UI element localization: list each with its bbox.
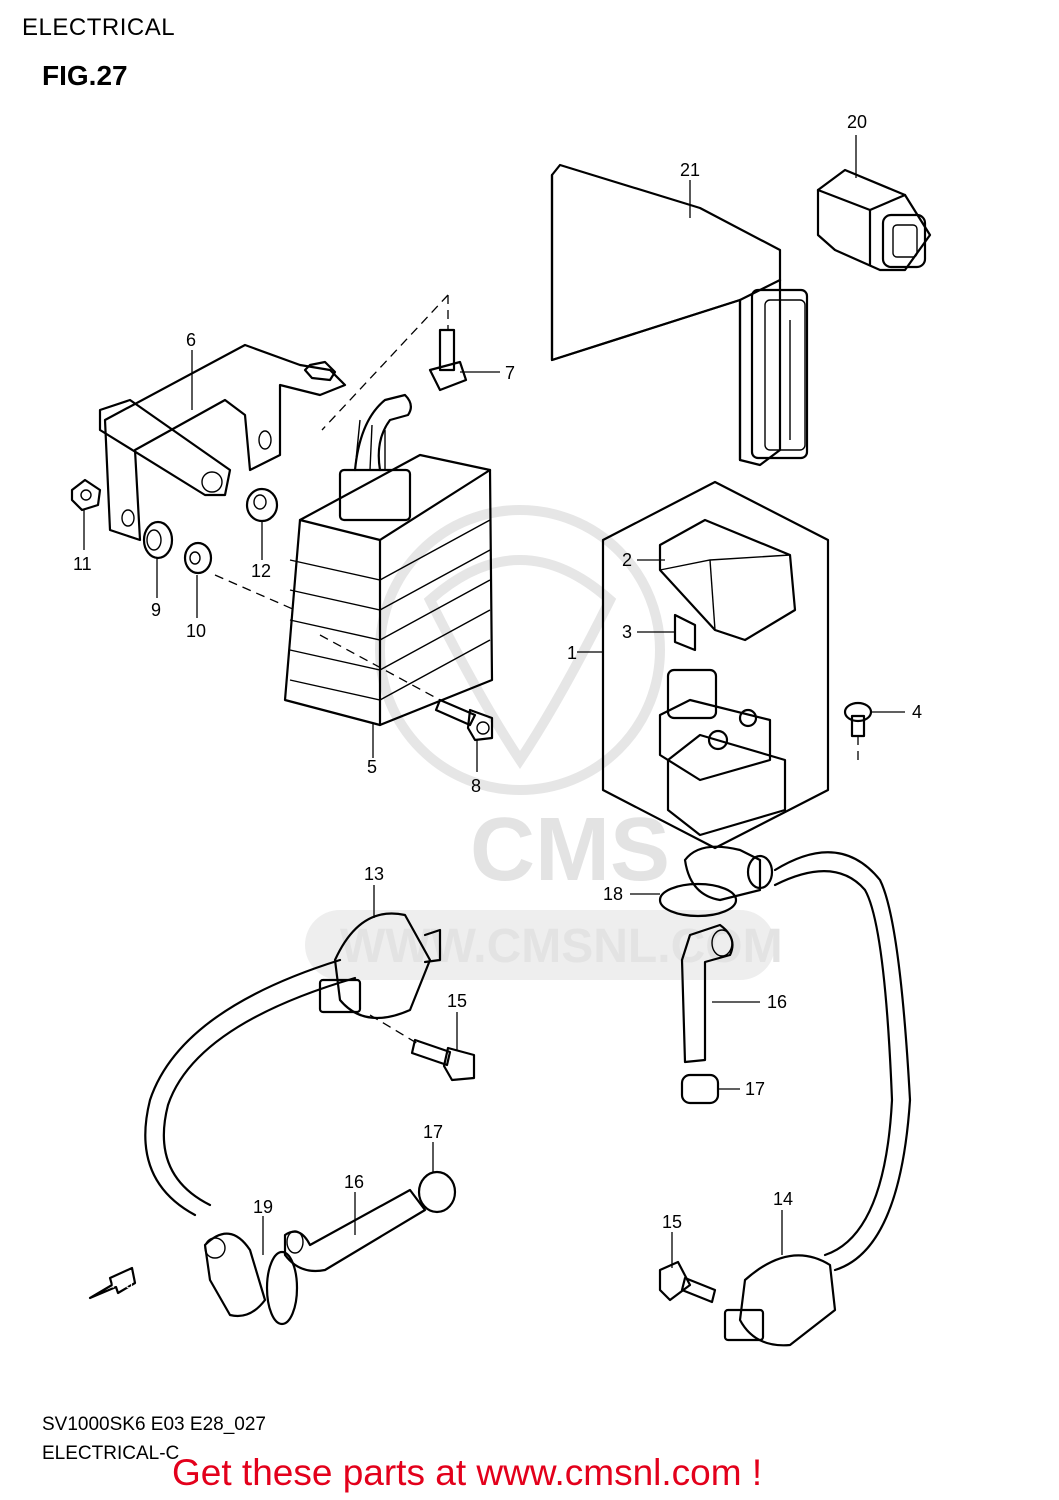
callout-18: 18 (603, 884, 623, 904)
watermark-site: WWW.CMSNL.COM (340, 920, 783, 973)
nut-11 (70, 478, 102, 512)
section-title: ELECTRICAL (22, 14, 176, 41)
ignition-coil-14 (723, 1254, 837, 1347)
plug-cap-19 (203, 1232, 299, 1326)
bolt-15a (410, 1038, 476, 1082)
dash-line-8 (319, 634, 441, 701)
callout-1: 1 (567, 643, 577, 663)
dash-line-15a (369, 1014, 421, 1046)
figure-number: FIG.27 (42, 60, 128, 91)
watermark-brand: CMS (470, 800, 670, 900)
hv-lead-13-inner (162, 976, 357, 1207)
plug-cap-16a (680, 923, 734, 1064)
bolt-8 (434, 698, 494, 742)
hv-lead-14 (773, 851, 912, 1272)
seal-17a (680, 1073, 720, 1105)
regulator-rectifier (283, 393, 494, 727)
callout-3: 3 (622, 622, 632, 642)
callout-numbers: 20 21 6 7 1 2 3 4 5 8 9 10 11 12 13 15 1… (73, 112, 922, 1232)
diagram-name: ELECTRICAL-C (42, 1443, 180, 1464)
leader-lines (83, 135, 905, 1268)
callout-19: 19 (253, 1197, 273, 1217)
callout-8: 8 (471, 776, 481, 796)
callout-6: 6 (186, 330, 196, 350)
promo-link[interactable]: Get these parts at www.cmsnl.com ! (172, 1452, 763, 1493)
bracket (98, 343, 347, 542)
model-code: SV1000SK6 E03 E28_027 (42, 1414, 266, 1435)
callout-4: 4 (912, 702, 922, 722)
callout-17b: 17 (423, 1122, 443, 1142)
grommet-12 (245, 487, 279, 523)
callout-14: 14 (773, 1189, 793, 1209)
callout-15b: 15 (662, 1212, 682, 1232)
dash-line-7 (321, 294, 449, 431)
callout-7: 7 (505, 363, 515, 383)
forward-label: FWD (112, 1280, 133, 1290)
callout-2: 2 (622, 550, 632, 570)
callout-16a: 16 (767, 992, 787, 1012)
callout-5: 5 (367, 757, 377, 777)
ecm-unit (550, 163, 809, 467)
plug-cap-18 (658, 845, 774, 918)
ignition-coil-13 (318, 912, 442, 1020)
callout-13: 13 (364, 864, 384, 884)
seal-17b (417, 1170, 457, 1214)
relay (816, 168, 932, 272)
callout-10: 10 (186, 621, 206, 641)
watermark: CMS WWW.CMSNL.COM (305, 505, 783, 980)
grommet-9 (142, 520, 174, 560)
callout-12: 12 (251, 561, 271, 581)
screw-4 (843, 701, 873, 760)
collar-10 (183, 541, 213, 575)
callout-9: 9 (151, 600, 161, 620)
callout-11: 11 (73, 554, 92, 574)
plug-cap-16b (283, 1188, 427, 1273)
callout-17a: 17 (745, 1079, 765, 1099)
bolt-15b (658, 1260, 717, 1304)
callout-20: 21 (680, 160, 700, 180)
starter-relay-group (601, 480, 830, 850)
callout-15a: 15 (447, 991, 467, 1011)
callout-16b: 16 (344, 1172, 364, 1192)
hv-lead-14-inner (773, 870, 894, 1257)
hv-lead-13 (144, 958, 342, 1217)
callout-21: 20 (847, 112, 867, 132)
bolt-7 (428, 295, 500, 392)
forward-arrow-icon: FWD (88, 1266, 137, 1300)
